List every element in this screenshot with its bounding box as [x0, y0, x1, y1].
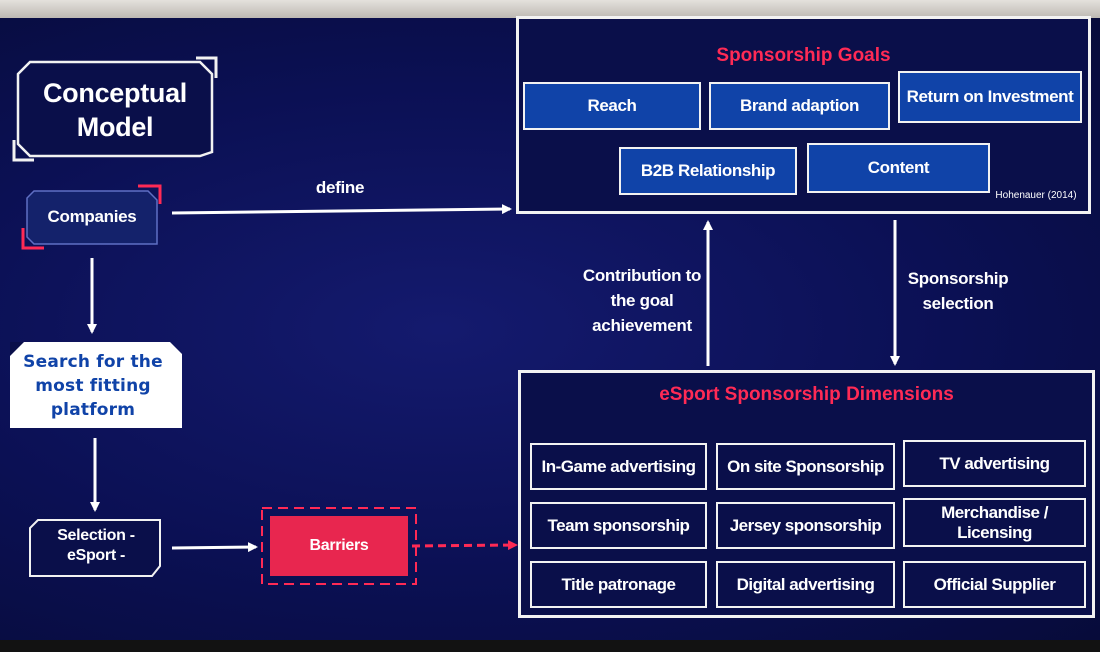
companies-frame	[21, 184, 162, 250]
search-label: Search for the most fitting platform	[23, 352, 163, 420]
dimension-merchandise-licensing: Merchandise / Licensing	[903, 498, 1086, 547]
contribution-label: Contribution to the goal achievement	[582, 266, 702, 335]
citation-label: Hohenauer (2014)	[995, 190, 1077, 201]
dimension-tv-advertising: TV advertising	[903, 440, 1086, 487]
dimension-digital-advertising: Digital advertising	[716, 561, 895, 608]
arrow-barriers-to-dimensions	[411, 540, 518, 551]
goal-reach: Reach	[523, 82, 701, 130]
monitor-bezel-top	[0, 0, 1100, 18]
sponsorship-selection-label: Sponsorship selection	[907, 269, 1009, 313]
dimension-on-site-sponsorship: On site Sponsorship	[716, 443, 895, 490]
page-title: Conceptual Model	[42, 78, 187, 142]
goals-title: Sponsorship Goals	[716, 45, 891, 66]
goal-brand-adaption: Brand adaption	[709, 82, 890, 130]
dimensions-title: eSport Sponsorship Dimensions	[659, 384, 954, 405]
goal-b2b-relationship: B2B Relationship	[619, 147, 797, 195]
title-frame	[12, 56, 218, 162]
dimension-in-game-advertising: In-Game advertising	[530, 443, 707, 490]
dimension-team-sponsorship: Team sponsorship	[530, 502, 707, 549]
barriers-frame	[261, 507, 417, 585]
monitor-bezel-bottom	[0, 640, 1100, 652]
selection-frame	[29, 519, 161, 577]
dimension-official-supplier: Official Supplier	[903, 561, 1086, 608]
define-label: define	[315, 178, 365, 197]
arrow-companies-to-goals	[171, 204, 512, 215]
barriers-label: Barriers	[309, 537, 369, 554]
goal-return-on-investment: Return on Investment	[898, 71, 1082, 123]
dimension-jersey-sponsorship: Jersey sponsorship	[716, 502, 895, 549]
goal-content: Content	[807, 143, 990, 193]
selection-label: Selection - eSport -	[57, 527, 135, 564]
dimension-title-patronage: Title patronage	[530, 561, 707, 608]
search-frame	[10, 342, 182, 428]
companies-label: Companies	[47, 207, 137, 226]
arrow-selection-to-barriers	[171, 542, 258, 553]
